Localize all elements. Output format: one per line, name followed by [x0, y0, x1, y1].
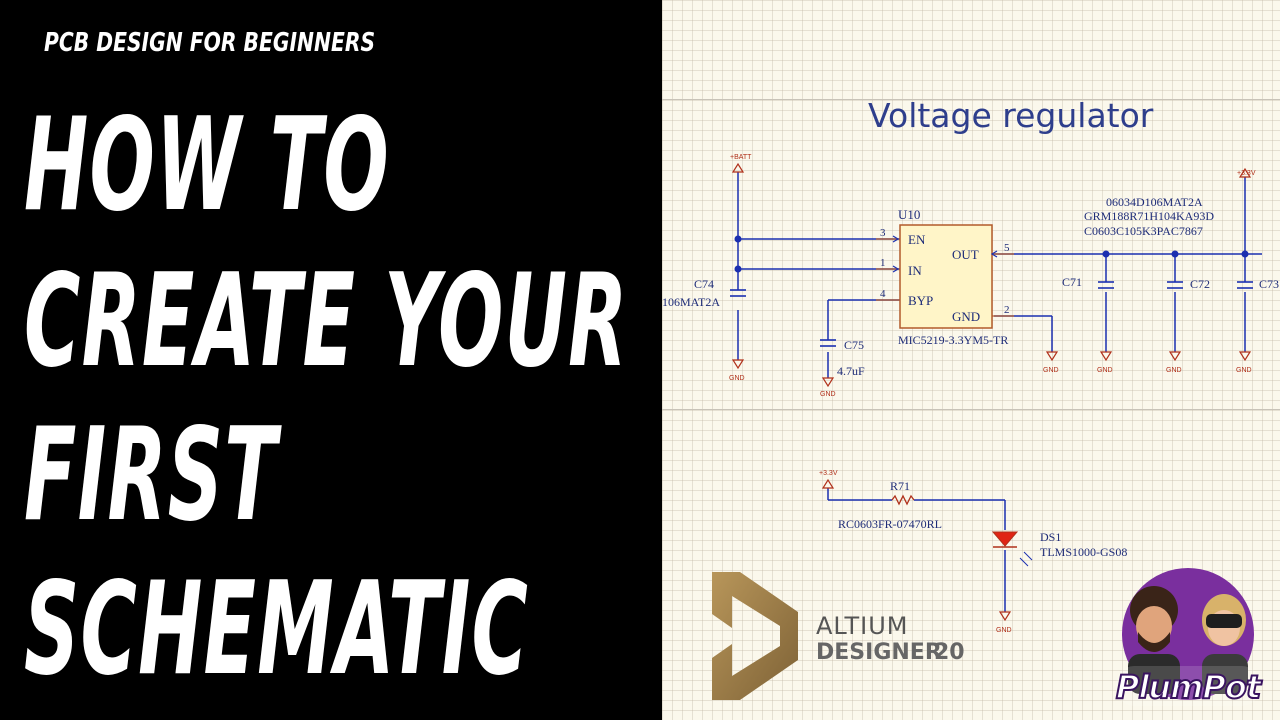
u10-pin-gnd: GND	[952, 309, 980, 324]
c72-ref: C72	[1190, 277, 1210, 291]
u10-body	[899, 224, 993, 329]
u10-pinnum-byp: 4	[880, 288, 886, 300]
c73-ref: C73	[1259, 277, 1279, 291]
gnd-label: GND	[1043, 367, 1059, 374]
headline-line-1: HOW TO	[24, 91, 390, 240]
c71-ref: C71	[1062, 275, 1082, 289]
gnd-label: GND	[1097, 367, 1113, 374]
u10-pin-byp: BYP	[908, 293, 933, 308]
altium-mark-icon	[712, 572, 798, 700]
zone-border	[662, 99, 1280, 100]
u10-part: MIC5219-3.3YM5-TR	[898, 333, 1008, 347]
title-panel: PCB DESIGN FOR BEGINNERS HOW TO CREATE Y…	[24, 28, 629, 704]
gnd-label: GND	[729, 375, 745, 382]
schematic-drawing: +BATT +3.3V +3.3V GND GND GND GND GND GN…	[662, 154, 1279, 634]
c75-ref: C75	[844, 338, 864, 352]
c74-ref: C74	[694, 277, 714, 291]
pwr-batt-label: +BATT	[730, 154, 752, 161]
r71-value: RC0603FR-07470RL	[838, 517, 942, 531]
r71-ref: R71	[890, 479, 910, 493]
cap-part-3: C0603C105K3PAC7867	[1084, 224, 1203, 238]
pwr-33v-label: +3.3V	[1237, 170, 1256, 177]
sheet-title: Voltage regulator	[868, 96, 1154, 135]
schematic-sheet: Voltage regulator	[662, 0, 1280, 720]
u10-pinnum-in: 1	[880, 257, 886, 269]
altium-wordmark: ALTIUM	[816, 612, 909, 640]
gnd-label: GND	[820, 391, 836, 398]
u10-pin-out: OUT	[952, 247, 979, 262]
u10-pin-en: EN	[908, 232, 926, 247]
pwr-33v-led-label: +3.3V	[819, 470, 838, 477]
c75-value: 4.7uF	[837, 364, 865, 378]
u10-pinnum-out: 5	[1004, 242, 1010, 254]
altium-version: 20	[934, 640, 965, 665]
headline-line-4: SCHEMATIC	[24, 555, 530, 704]
u10-pinnum-en: 3	[880, 227, 886, 239]
ds1-value: TLMS1000-GS08	[1040, 545, 1127, 559]
gnd-label: GND	[1166, 367, 1182, 374]
c74-value: 0106MAT2A	[662, 295, 720, 309]
ds1-ref: DS1	[1040, 530, 1061, 544]
headline-line-3: FIRST	[24, 401, 278, 550]
kicker-text: PCB DESIGN FOR BEGINNERS	[44, 28, 376, 58]
plumpot-avatars-icon	[1116, 568, 1260, 706]
u10-pinnum-gnd: 2	[1004, 304, 1010, 316]
u10-ref: U10	[898, 207, 920, 222]
plumpot-logo: PlumPot	[1102, 562, 1274, 716]
zone-border	[662, 409, 1280, 410]
altium-designer-logo: ALTIUM DESIGNER 20	[712, 568, 1012, 708]
headline-line-2: CREATE YOUR	[24, 247, 629, 396]
u10-pin-in: IN	[908, 263, 922, 278]
designer-wordmark: DESIGNER	[816, 640, 942, 665]
gnd-label: GND	[996, 627, 1012, 634]
plumpot-wordmark: PlumPot	[1115, 667, 1262, 707]
cap-part-2: GRM188R71H104KA93D	[1084, 209, 1214, 223]
cap-part-1: 06034D106MAT2A	[1106, 195, 1203, 209]
gnd-label: GND	[1236, 367, 1252, 374]
